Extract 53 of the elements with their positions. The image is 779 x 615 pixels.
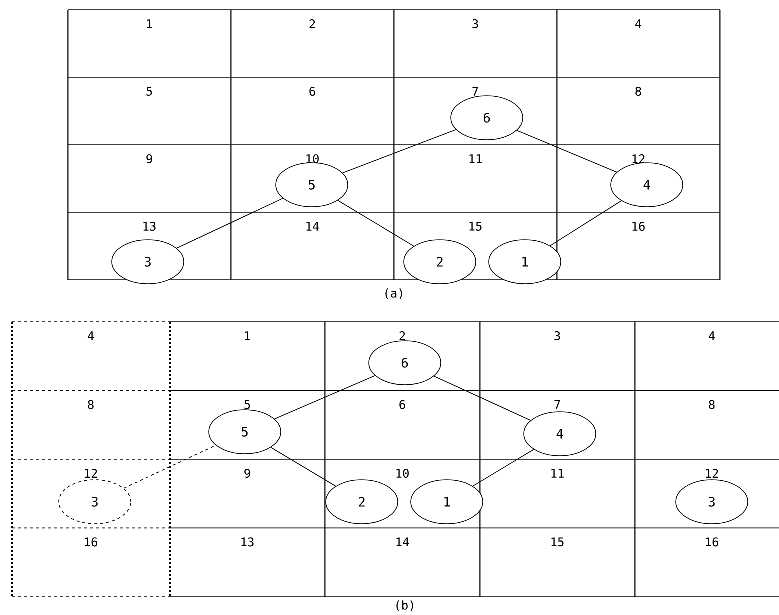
cell-number: 15 [470,222,482,231]
connector-line [434,376,532,422]
ellipse-node: 2 [404,240,476,284]
cell-number: 9 [146,154,152,164]
cell-number: 11 [470,154,482,164]
cell-number: 16 [706,538,718,547]
cell-number: 8 [88,400,94,410]
cell-number: 8 [636,86,642,96]
ellipse-node: 3 [676,480,748,524]
cell-number: 16 [85,538,98,547]
cell-number: 1 [245,332,250,340]
cell-number: 4 [88,332,94,340]
cell-number: 3 [472,19,478,29]
ellipse-node: 1 [410,480,484,524]
connector-line [472,449,534,487]
cell-number: 11 [552,469,564,478]
cell-number: 3 [554,331,560,341]
connector-line [270,447,336,487]
cell-number: 7 [472,87,478,96]
ellipse-node: 1 [488,240,562,284]
cell-number: 13 [242,538,254,547]
ellipse-node: 5 [276,162,348,208]
connector-line [550,200,622,246]
connector-line [342,129,456,174]
ellipse-node: 3 [112,240,184,284]
cell-number: 2 [310,20,316,28]
ellipse-node: 2 [326,480,398,524]
cell-number: 8 [709,400,715,410]
cell-number: 5 [146,87,152,96]
ellipse-node: 6 [368,340,442,386]
connector-line [516,130,618,173]
caption: (a) [386,288,402,300]
ellipse-node: 5 [208,410,282,454]
cell-number: 4 [708,332,716,340]
connector-line [274,375,376,420]
ellipse-node: 6 [450,96,524,140]
ellipse-node: 4 [524,412,596,456]
cell-number: 15 [552,538,564,547]
cell-number: 6 [310,86,316,96]
ellipse-node: 4 [610,162,684,208]
connector-line [338,200,414,247]
cell-number: 14 [396,538,410,547]
cell-number: 4 [635,20,642,28]
connector-line [124,445,216,489]
connector-line [176,198,284,249]
caption: (b) [396,600,414,612]
ellipse-node: 3 [58,480,132,524]
cell-number: 1 [147,20,152,28]
cell-number: 14 [306,222,320,231]
cell-number: 10 [396,468,409,478]
cell-number: 16 [632,222,645,232]
cell-number: 9 [244,468,250,478]
cell-number: 6 [400,400,406,410]
